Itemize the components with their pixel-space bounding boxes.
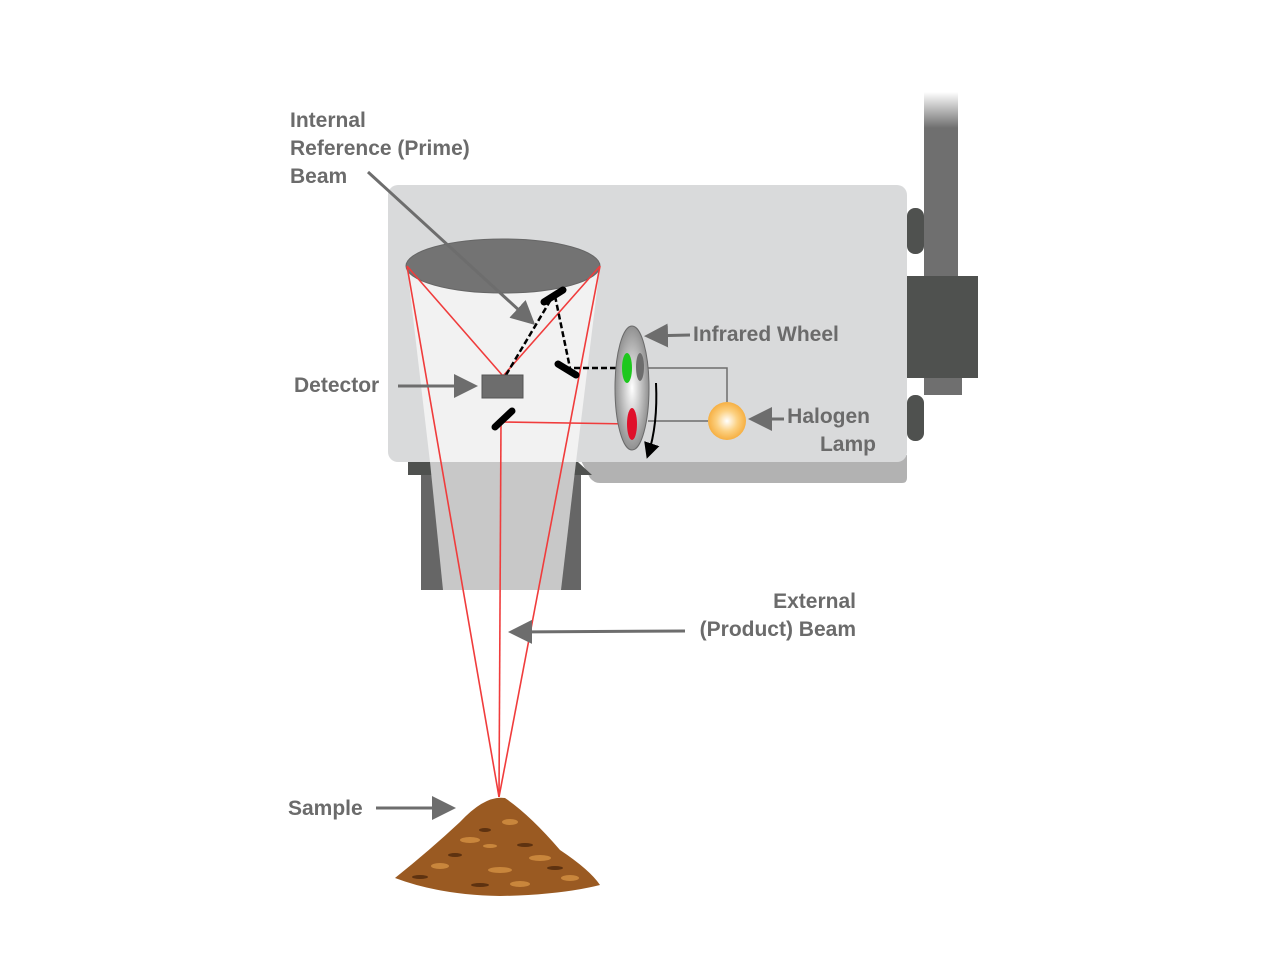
arrow-infrared-wheel (644, 323, 691, 348)
label-sample: Sample (288, 797, 363, 820)
beam-lines (406, 265, 633, 798)
label-internal-reference-beam: Internal Reference (Prime) Beam (290, 107, 470, 191)
mirror-bottom (491, 407, 516, 431)
label-detector: Detector (294, 374, 380, 397)
cone-in-barrel (430, 462, 576, 590)
mount-tab-top (907, 208, 924, 254)
reflected-beam-left (406, 265, 504, 377)
label-line: Internal (290, 109, 366, 132)
reflected-beam-right (502, 265, 601, 377)
collecting-mirror (405, 238, 601, 294)
label-line: (Product) Beam (699, 618, 856, 641)
source-beam-down (498, 421, 502, 798)
reference-beam (504, 295, 627, 376)
arrow-external-beam (508, 619, 686, 644)
mount-bracket (907, 276, 978, 378)
label-external-product-beam: External (Product) Beam (656, 588, 856, 644)
lamp-wires (648, 367, 728, 422)
label-infrared-wheel: Infrared Wheel (693, 323, 839, 346)
filter-green (622, 353, 632, 383)
mirror-right (554, 360, 580, 379)
arrow-internal-reference (366, 170, 536, 326)
mount-tab-bottom (907, 395, 924, 441)
filter-gray (636, 353, 644, 381)
halogen-lamp (708, 402, 746, 440)
external-beam-right (498, 265, 601, 798)
label-line: External (773, 590, 856, 613)
label-line: Beam (290, 165, 348, 188)
source-beam (500, 421, 633, 425)
optical-cone (407, 266, 600, 462)
label-line: Lamp (819, 433, 876, 456)
external-beam-left (406, 265, 500, 798)
label-arrows (366, 170, 784, 820)
sample-pile (395, 797, 600, 896)
detector (481, 374, 524, 399)
mirror-top (540, 286, 567, 306)
label-line: Halogen (787, 405, 870, 428)
label-halogen-lamp: Halogen Lamp (760, 403, 876, 459)
rotation-arrow-icon (644, 382, 660, 459)
label-line: Reference (Prime) (290, 137, 470, 160)
filter-red (627, 408, 637, 440)
